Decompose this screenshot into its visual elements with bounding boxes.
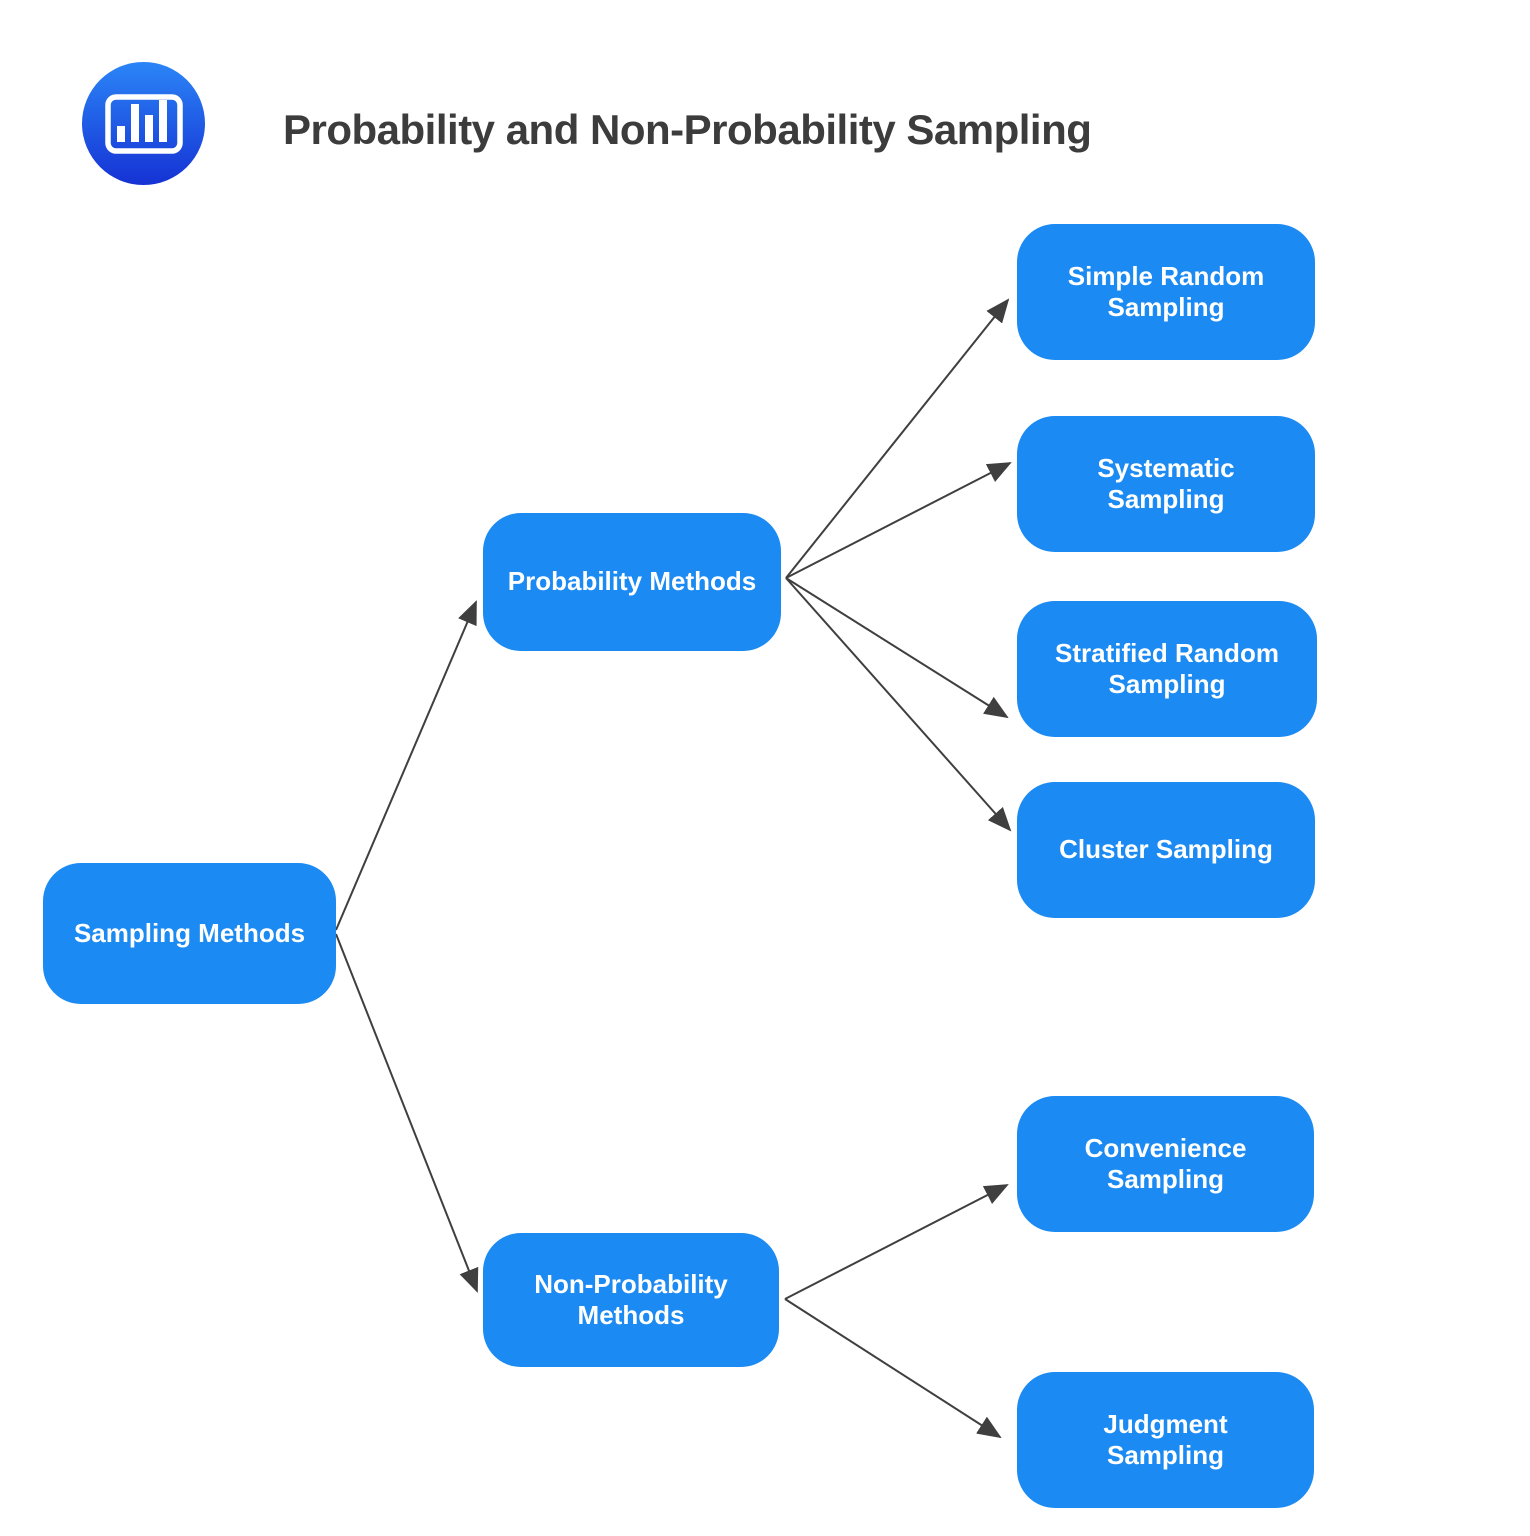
edge-non-probability-to-judgment [784,1298,1002,1439]
node-simple-random-sampling: Simple Random Sampling [1017,224,1315,360]
node-probability-methods: Probability Methods [483,513,781,651]
node-probability-methods-label: Probability Methods [507,566,757,597]
node-stratified-random-sampling: Stratified Random Sampling [1017,601,1317,737]
node-convenience-sampling-label: Convenience Sampling [1084,1132,1247,1194]
edge-probability-to-simple-random [785,298,1010,579]
bar-chart-logo [82,62,205,185]
node-simple-random-sampling-label: Simple Random Sampling [1067,260,1265,322]
node-non-probability-methods-label: Non-Probability Methods [534,1268,728,1330]
bar-chart-icon [104,93,183,154]
node-stratified-random-sampling-label: Stratified Random Sampling [1055,637,1279,699]
node-cluster-sampling-label: Cluster Sampling [1059,834,1273,865]
node-sampling-methods: Sampling Methods [43,863,336,1004]
edge-sampling-to-probability [335,600,477,931]
edge-probability-to-cluster [785,577,1012,832]
node-non-probability-methods: Non-Probability Methods [483,1233,779,1367]
node-cluster-sampling: Cluster Sampling [1017,782,1315,918]
node-convenience-sampling: Convenience Sampling [1017,1096,1314,1232]
node-judgment-sampling-label: Judgment Sampling [1103,1408,1228,1470]
node-judgment-sampling: Judgment Sampling [1017,1372,1314,1508]
edge-sampling-to-non-probability [335,933,479,1293]
page-title: Probability and Non-Probability Sampling [283,106,1092,153]
edge-probability-to-systematic [785,462,1012,579]
node-sampling-methods-label: Sampling Methods [73,917,306,948]
edge-probability-to-stratified [785,577,1009,719]
node-systematic-sampling-label: Systematic Sampling [1097,452,1235,514]
node-systematic-sampling: Systematic Sampling [1017,416,1315,552]
edge-non-probability-to-convenience [784,1184,1009,1300]
